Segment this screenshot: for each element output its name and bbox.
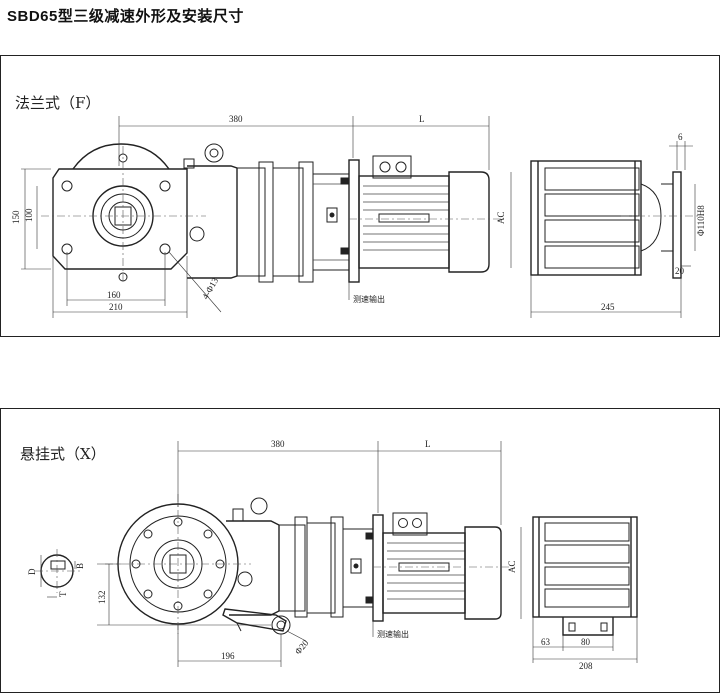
dim-holes: 4-Φ13 <box>200 276 220 301</box>
flange-plate-view <box>41 143 206 282</box>
dim-100: 100 <box>24 208 34 222</box>
torque-arm <box>222 608 291 635</box>
hanging-side-dimensions <box>532 617 638 663</box>
flange-gear-housing <box>183 143 360 283</box>
dim-160: 160 <box>107 290 121 300</box>
dim-L: L <box>425 439 431 449</box>
hanging-mount-drawing: D B T <box>27 439 638 671</box>
speed-port-label: 测速输出 <box>377 629 409 639</box>
hanging-side-view <box>532 516 638 636</box>
dim-L: L <box>419 114 425 124</box>
flange-motor <box>349 155 501 273</box>
dim-196: 196 <box>221 651 235 661</box>
hanging-mount-panel: 悬挂式（X） D B T <box>0 408 720 693</box>
dim-63: 63 <box>541 637 551 647</box>
page-title: SBD65型三级减速外形及安装尺寸 <box>7 8 244 25</box>
dim-150: 150 <box>11 210 21 224</box>
flange-mount-panel: 法兰式（F） <box>0 55 720 337</box>
dim-380: 380 <box>271 439 285 449</box>
dim-132: 132 <box>97 591 107 605</box>
hollow-shaft-section <box>35 549 83 598</box>
dim-D: D <box>27 568 37 575</box>
flange-mount-drawing: 380 L 150 100 160 210 4-Φ13 测速输出 AC <box>11 114 706 318</box>
dim-20: 20 <box>675 266 685 276</box>
dim-phi20: Φ20 <box>293 638 311 657</box>
dim-80: 80 <box>581 637 591 647</box>
dim-phi110: Φ110H8 <box>696 205 706 236</box>
flange-side-dimensions <box>530 141 696 318</box>
dim-T: T <box>58 591 68 597</box>
dim-210: 210 <box>109 302 123 312</box>
dim-B: B <box>75 563 85 569</box>
flange-dimensions <box>21 116 512 318</box>
dim-208: 208 <box>579 661 593 671</box>
dim-AC: AC <box>496 211 506 224</box>
flange-mount-label: 法兰式（F） <box>15 94 101 112</box>
hanging-motor <box>373 512 511 620</box>
dim-380: 380 <box>229 114 243 124</box>
hanging-flange-view <box>105 494 251 634</box>
hanging-mount-label: 悬挂式（X） <box>20 445 106 463</box>
hanging-gear-housing <box>226 497 384 622</box>
hanging-dimensions <box>97 441 522 667</box>
dim-6: 6 <box>678 132 683 142</box>
speed-port-label: 测速输出 <box>353 294 385 304</box>
dim-AC: AC <box>507 560 517 573</box>
flange-side-view <box>530 160 701 279</box>
dim-245: 245 <box>601 302 615 312</box>
